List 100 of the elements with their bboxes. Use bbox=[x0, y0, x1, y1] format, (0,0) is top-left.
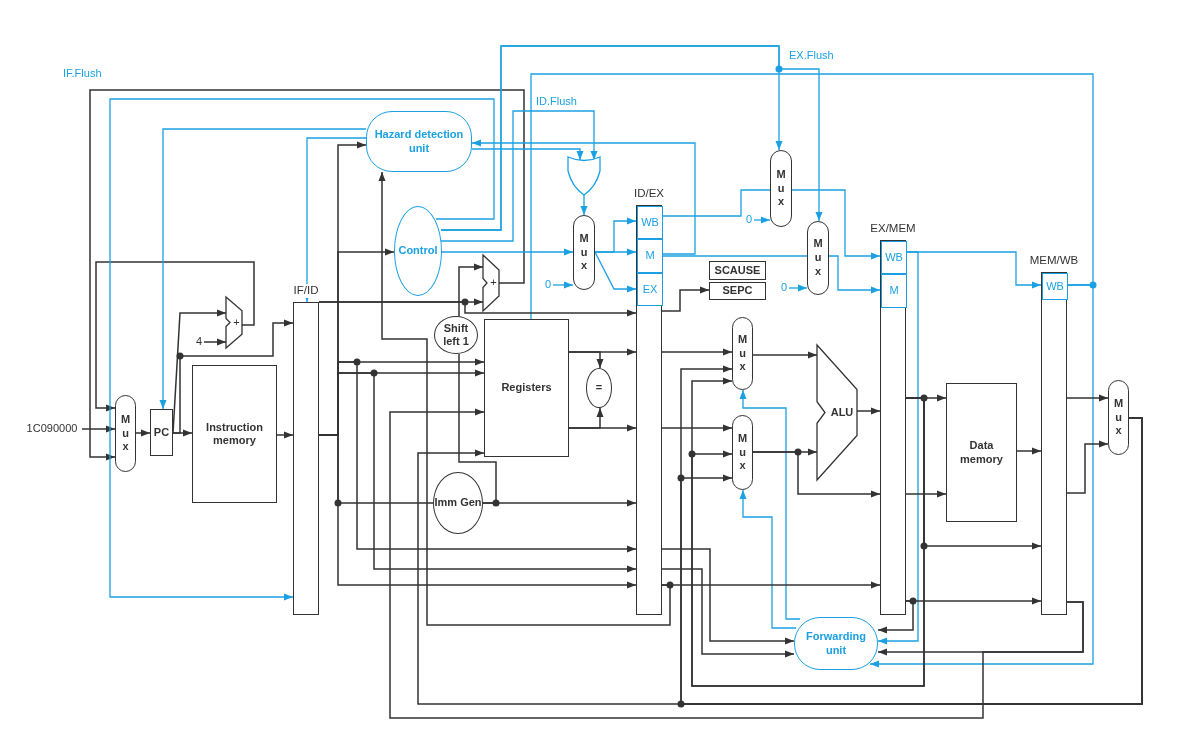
arrow bbox=[203, 338, 227, 346]
wire bbox=[661, 189, 771, 217]
control-field bbox=[637, 239, 663, 273]
arrow bbox=[828, 255, 881, 294]
control-field bbox=[881, 241, 907, 274]
mux bbox=[1108, 380, 1129, 455]
unit-label: SCAUSE bbox=[714, 263, 761, 278]
unit-label: Data memory bbox=[959, 439, 1004, 466]
hazard-detection-unit bbox=[366, 111, 472, 172]
wire bbox=[318, 434, 434, 504]
arrow bbox=[580, 194, 588, 216]
status-register bbox=[709, 282, 766, 300]
arrow bbox=[159, 128, 367, 410]
arrow bbox=[752, 351, 818, 359]
control-field bbox=[637, 206, 663, 239]
arrow bbox=[877, 251, 919, 645]
mux-label: Mux bbox=[737, 332, 748, 375]
arrow bbox=[568, 351, 604, 369]
arrow bbox=[1066, 440, 1109, 494]
arrow bbox=[661, 424, 733, 432]
edge-label: EX.Flush bbox=[788, 49, 835, 61]
arrow bbox=[661, 348, 733, 356]
unit-label: WB bbox=[885, 250, 903, 265]
mux-label: Mux bbox=[775, 167, 787, 210]
unit-label: WB bbox=[1046, 279, 1064, 294]
unit-label: SEPC bbox=[722, 284, 753, 298]
arrow bbox=[877, 600, 914, 634]
arrow bbox=[471, 139, 696, 255]
arrow bbox=[594, 248, 637, 256]
unit-label: EX bbox=[642, 282, 658, 297]
pc-register bbox=[150, 409, 173, 456]
unit-label: PC bbox=[153, 425, 170, 440]
arrow bbox=[458, 263, 484, 317]
shift-unit bbox=[434, 316, 478, 354]
adder bbox=[226, 297, 242, 348]
control-field bbox=[637, 273, 663, 306]
mux-label: Mux bbox=[812, 237, 824, 279]
arrow bbox=[788, 284, 808, 292]
adder bbox=[483, 255, 499, 311]
unit-label: Shift left 1 bbox=[442, 321, 470, 349]
arrow bbox=[109, 98, 495, 601]
arrow bbox=[1016, 447, 1042, 455]
unit-label: M bbox=[645, 249, 655, 263]
arrow bbox=[172, 319, 294, 434]
instruction-memory bbox=[192, 365, 277, 503]
mux bbox=[115, 395, 136, 472]
unit-label: M bbox=[889, 284, 899, 298]
wire bbox=[661, 255, 808, 257]
control-field bbox=[1042, 273, 1068, 300]
unit-label: Forwarding unit bbox=[805, 630, 867, 657]
mux bbox=[732, 415, 753, 490]
mux-label: Mux bbox=[1113, 396, 1124, 439]
arrow bbox=[661, 548, 795, 645]
arrow bbox=[440, 110, 598, 242]
mux-label: Mux bbox=[737, 431, 748, 474]
unit-label: + bbox=[233, 315, 240, 330]
arrow bbox=[135, 429, 151, 437]
unit-label: Hazard detection unit bbox=[373, 128, 465, 155]
arrow bbox=[752, 451, 881, 498]
mux-label: Mux bbox=[120, 412, 131, 455]
arrow bbox=[905, 397, 1042, 550]
unit-label: + bbox=[490, 276, 497, 290]
wire bbox=[458, 353, 497, 504]
or-gate bbox=[568, 157, 600, 195]
unit-label: = bbox=[595, 381, 603, 395]
unit-label: Registers bbox=[501, 381, 552, 395]
control-field bbox=[881, 274, 907, 308]
arrow bbox=[877, 601, 1084, 656]
mux bbox=[732, 317, 753, 390]
mux bbox=[770, 150, 792, 227]
wire bbox=[530, 73, 1094, 320]
register-label: IF/ID bbox=[292, 284, 320, 298]
arrow bbox=[81, 425, 116, 433]
arrow bbox=[739, 389, 801, 620]
unit-label: Instruction memory bbox=[205, 420, 264, 448]
input-value: 0 bbox=[543, 277, 553, 293]
arrow bbox=[441, 248, 574, 256]
arrow bbox=[739, 489, 797, 629]
arrow bbox=[594, 251, 637, 293]
input-value: 0 bbox=[779, 280, 789, 296]
arrow bbox=[95, 261, 255, 412]
unit-label: WB bbox=[641, 215, 659, 230]
mux bbox=[807, 221, 829, 295]
arrow bbox=[471, 148, 584, 161]
mux bbox=[573, 215, 595, 290]
status-register bbox=[709, 261, 766, 280]
arrow bbox=[661, 581, 881, 589]
arrow bbox=[661, 286, 710, 312]
unit-label: Imm Gen bbox=[434, 496, 482, 510]
arrow bbox=[753, 216, 771, 224]
arrow bbox=[89, 89, 525, 461]
arrow bbox=[791, 189, 881, 260]
comparator bbox=[586, 368, 612, 408]
input-value: 4 bbox=[194, 334, 204, 350]
unit-label: ALU bbox=[830, 405, 854, 420]
arrow bbox=[661, 568, 795, 658]
arrow bbox=[905, 490, 947, 498]
arrow bbox=[276, 431, 294, 439]
alu bbox=[817, 345, 857, 480]
arrow bbox=[568, 407, 604, 429]
